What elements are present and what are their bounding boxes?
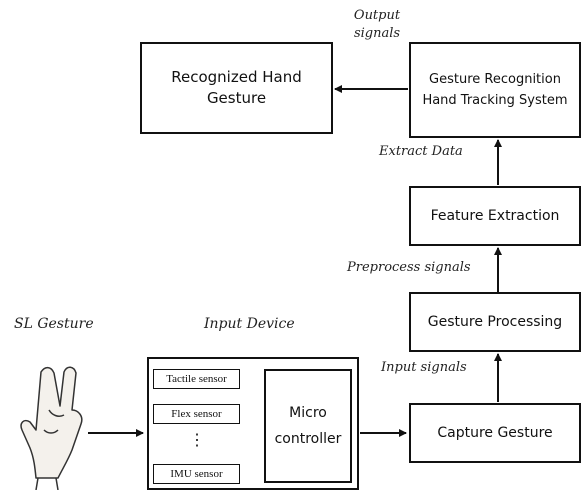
gesture-processing-box: Gesture Processing [409,292,581,352]
sensor-ellipsis: ⋮ [189,432,205,449]
input-signals-label: Input signals [381,360,467,375]
capture-gesture-box: Capture Gesture [409,403,581,463]
flex-sensor-box: Flex sensor [153,404,240,424]
extract-data-label: Extract Data [379,144,463,159]
gesture-processing-label: Gesture Processing [427,313,563,330]
flex-sensor-label: Flex sensor [171,408,222,420]
tactile-sensor-label: Tactile sensor [166,373,227,385]
hand-gesture-icon [20,366,83,490]
recognized-hand-gesture-label: Recognized Hand Gesture [171,68,302,107]
imu-sensor-box: IMU sensor [153,464,240,484]
imu-sensor-label: IMU sensor [170,468,223,480]
micro-controller-box: Micro controller [264,369,352,483]
preprocess-signals-label: Preprocess signals [347,260,471,275]
capture-gesture-label: Capture Gesture [437,424,553,441]
sl-gesture-label: SL Gesture [14,316,94,332]
tactile-sensor-box: Tactile sensor [153,369,240,389]
micro-controller-label: Micro controller [274,405,342,447]
input-device-label: Input Device [204,316,295,332]
feature-extraction-box: Feature Extraction [409,186,581,246]
recognized-hand-gesture-box: Recognized Hand Gesture [140,42,333,134]
gesture-recognition-tracking-label: Gesture Recognition Hand Tracking System [422,72,568,108]
feature-extraction-label: Feature Extraction [430,207,560,224]
gesture-recognition-tracking-box: Gesture Recognition Hand Tracking System [409,42,581,138]
output-signals-label: Output signals [353,8,401,41]
